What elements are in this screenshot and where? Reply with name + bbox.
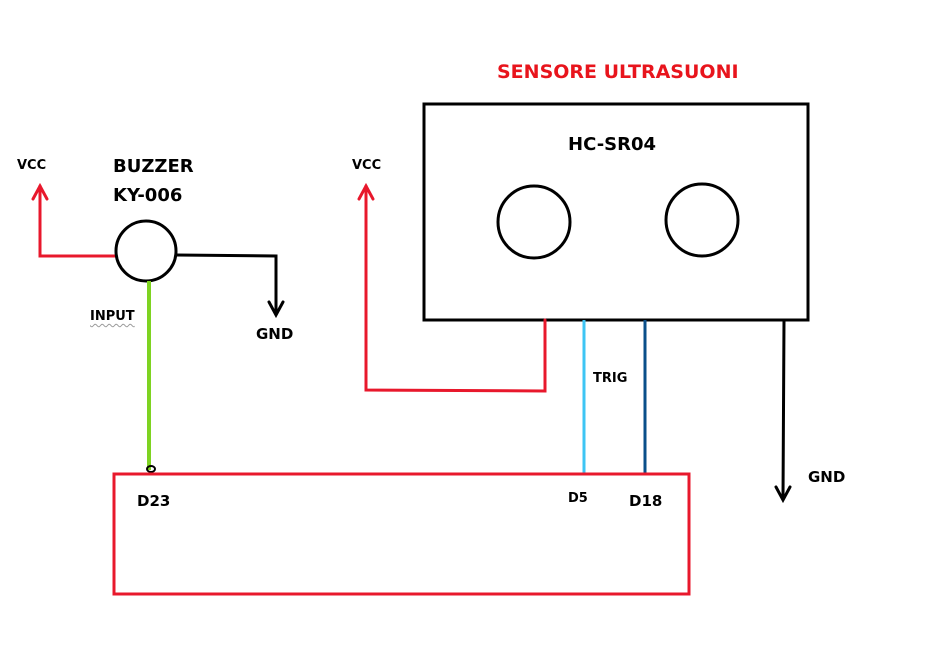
transducer-left	[496, 184, 572, 260]
buzzer-input-label: INPUT	[90, 309, 135, 324]
trig-label: TRIG	[593, 371, 628, 386]
buzzer-vcc-arrowhead	[31, 182, 49, 201]
buzzer-gnd-wire	[174, 253, 285, 319]
pin-d5-label: D5	[568, 491, 588, 506]
pin-d23-label: D23	[137, 492, 171, 510]
sensor-vcc-label: VCC	[352, 158, 382, 173]
microcontroller-board	[112, 472, 691, 596]
buzzer-name: BUZZER	[113, 156, 194, 177]
diagram-title: SENSORE ULTRASUONI	[497, 61, 739, 83]
transducer-right	[664, 182, 740, 258]
sensor-vcc-arrowhead	[357, 182, 375, 201]
sensor-model: HC-SR04	[568, 134, 657, 155]
buzzer-vcc-wire	[31, 182, 118, 258]
sensor-gnd-wire	[774, 318, 792, 504]
buzzer-symbol	[114, 219, 178, 283]
buzzer-gnd-label: GND	[256, 325, 294, 343]
sensor-gnd-label: GND	[808, 468, 846, 486]
hc-sr04-body	[422, 102, 810, 322]
pin-d18-label: D18	[629, 492, 663, 510]
sensor-gnd-arrowhead	[774, 485, 792, 504]
buzzer-gnd-arrowhead	[267, 300, 285, 319]
sensor-vcc-wire	[357, 182, 547, 393]
buzzer-vcc-label: VCC	[17, 158, 47, 173]
d23-junction	[146, 465, 156, 473]
buzzer-model: KY-006	[113, 185, 183, 206]
